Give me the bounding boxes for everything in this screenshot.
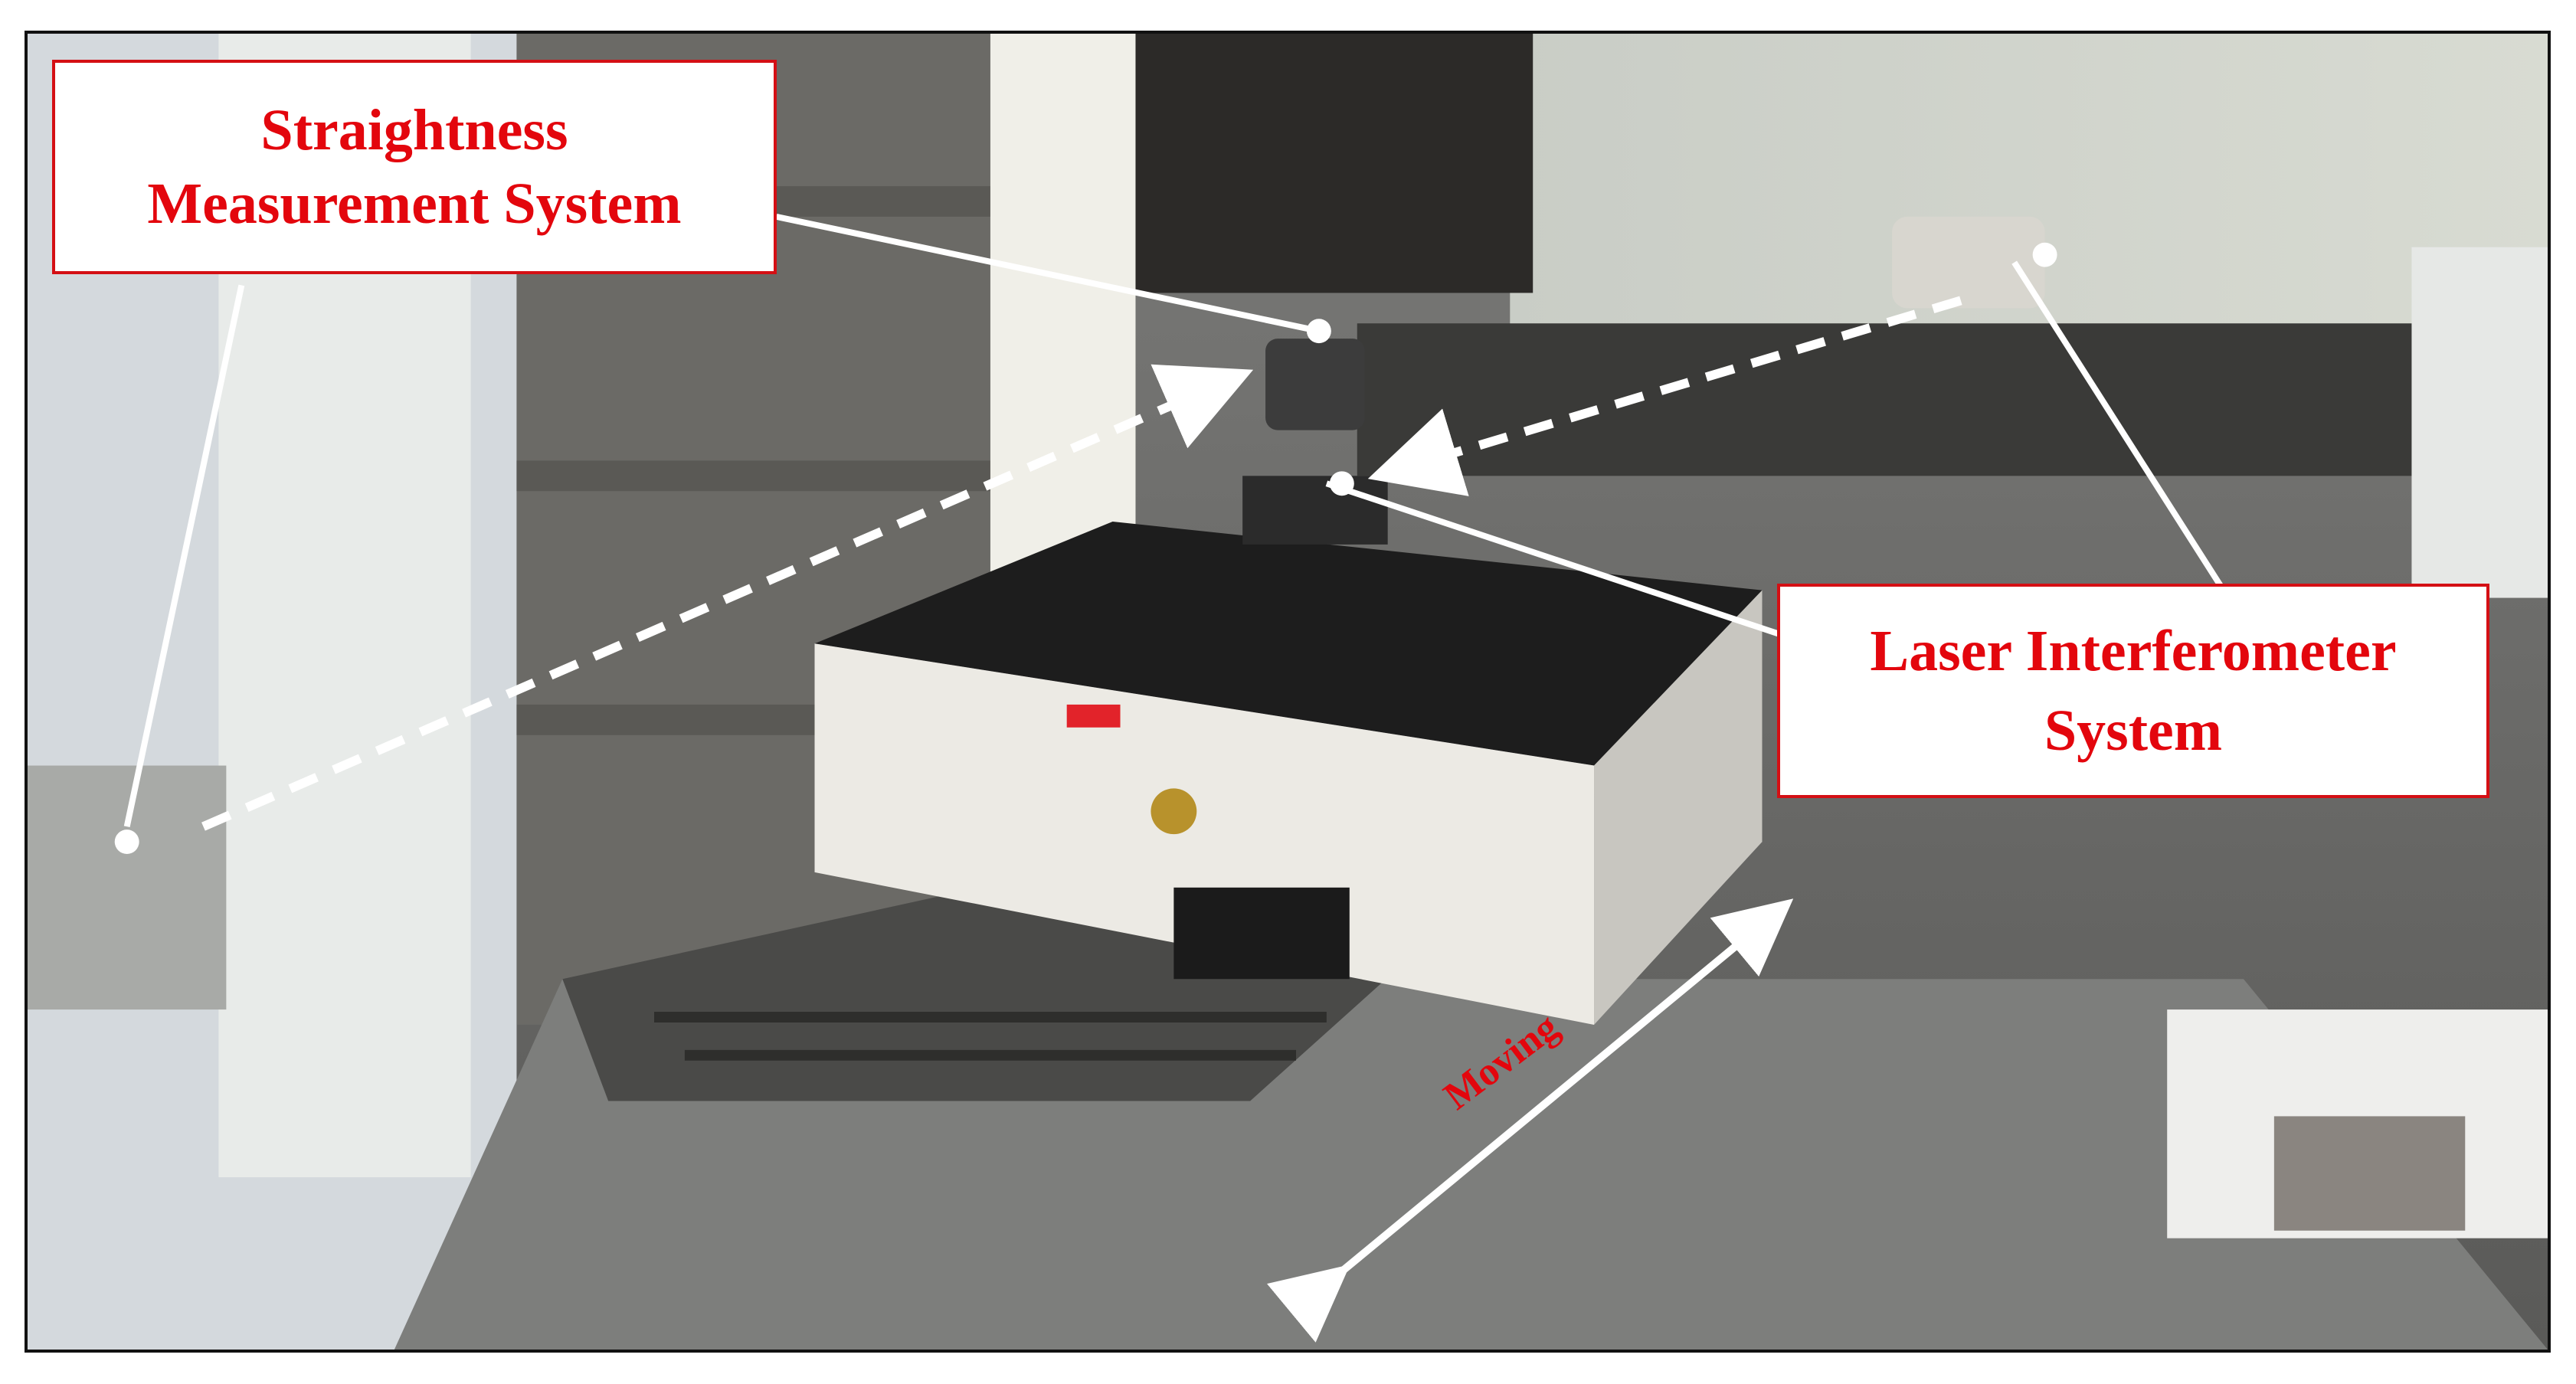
laser-label-line2: System (2044, 699, 2223, 763)
straightness-laser-unit (28, 765, 227, 1010)
pointer-line-optic (1325, 480, 1809, 647)
pointer-line-sensor (775, 213, 1320, 335)
laser-head-unit (1892, 216, 2045, 309)
pointer-dot-icon (1306, 319, 1331, 344)
spindle-head (1135, 34, 1533, 293)
straightness-label-line1: Straightness (260, 98, 568, 162)
straightness-label-box: Straightness Measurement System (52, 60, 777, 274)
optical-bench (1357, 323, 2427, 476)
dashed-beam-arrow-icon (201, 364, 1254, 831)
carriage-top-plate (814, 522, 1763, 766)
double-arrow-icon (1266, 898, 1794, 1343)
straightness-sensor (1265, 339, 1365, 430)
pointer-line-laser-head (2011, 260, 2231, 600)
pointer-dot-icon (1329, 471, 1354, 496)
laser-label-box: Laser Interferometer System (1777, 584, 2489, 798)
pointer-line-straightness-unit (123, 284, 245, 828)
straightness-label-line2: Measurement System (147, 172, 682, 236)
pointer-dot-icon (2032, 242, 2057, 267)
interferometer-optic (1242, 476, 1388, 545)
dashed-beam-arrow-icon (1367, 296, 1962, 496)
pointer-dot-icon (114, 829, 139, 855)
laser-label-line1: Laser Interferometer (1870, 619, 2397, 683)
